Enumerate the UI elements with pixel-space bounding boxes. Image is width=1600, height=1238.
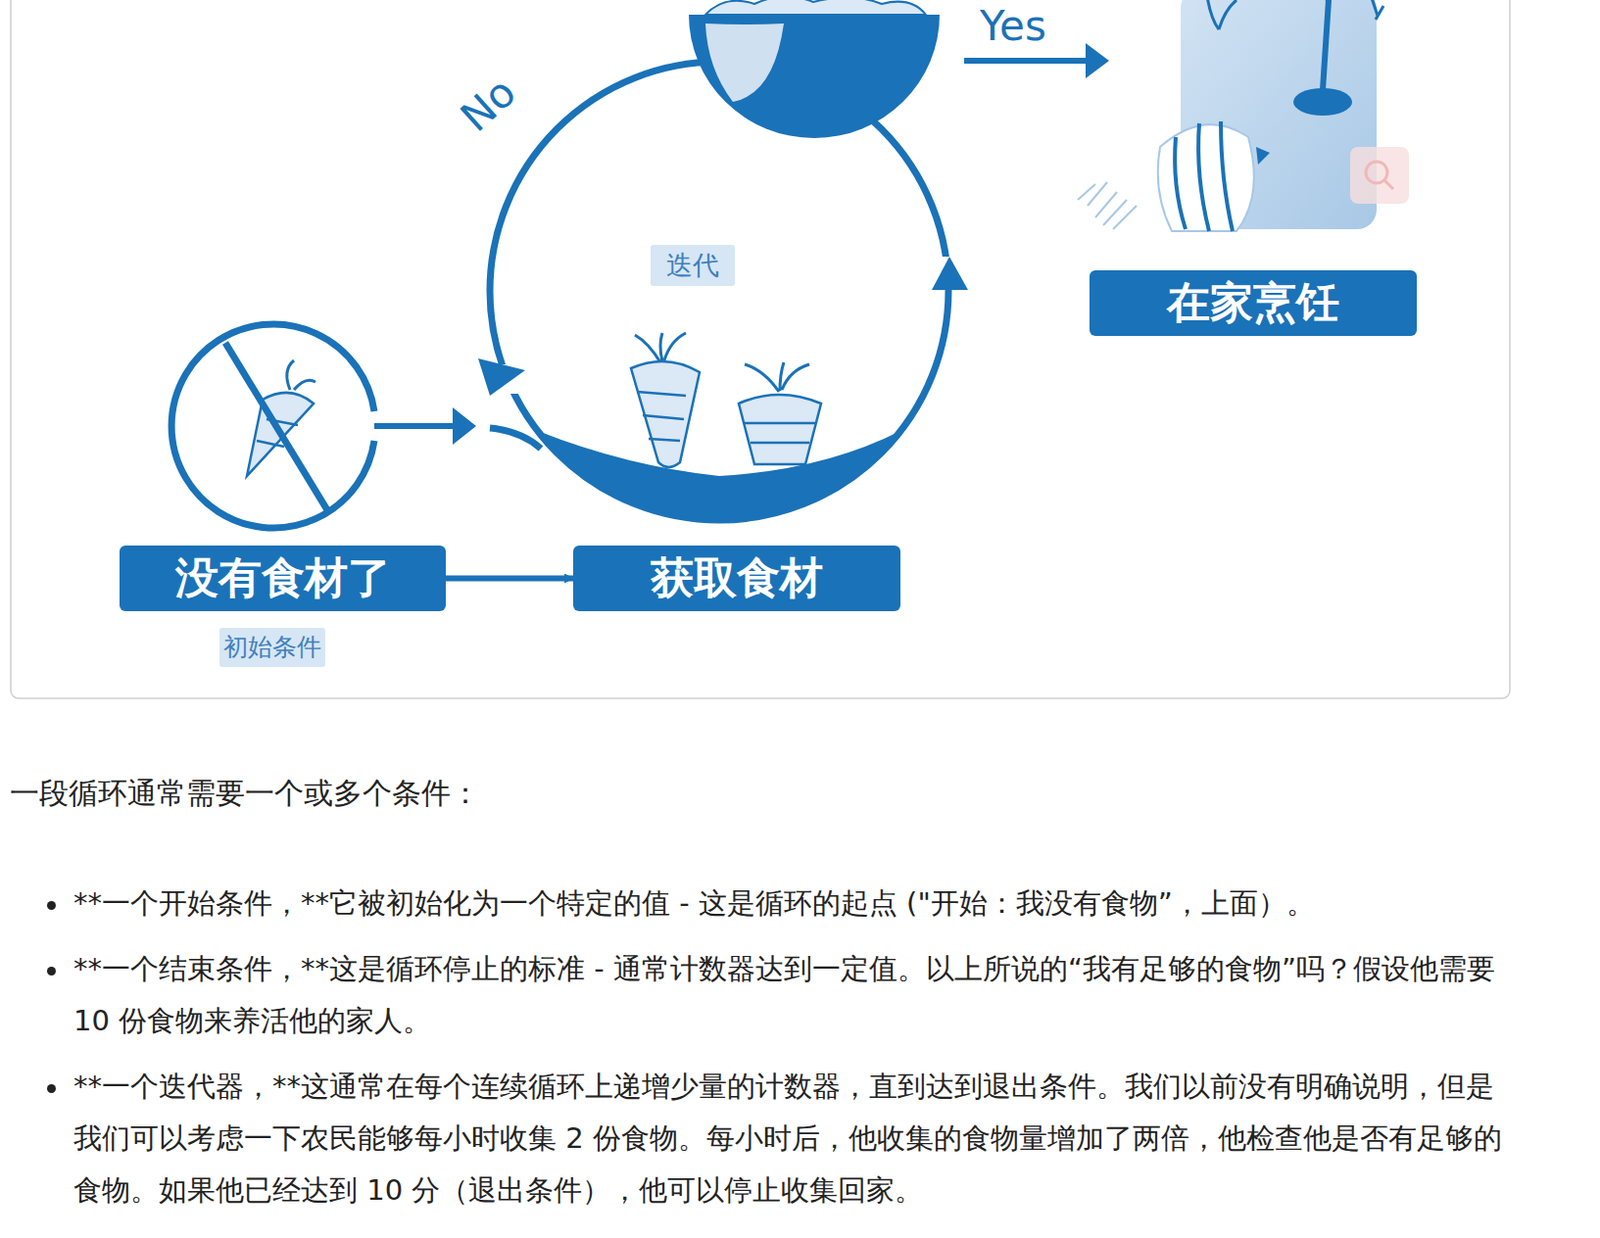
start-tag: 初始条件 xyxy=(219,628,326,668)
carrot-icon xyxy=(630,333,700,468)
panel-frame xyxy=(10,0,1510,699)
process-box: 没有食材了 xyxy=(119,545,446,612)
bullet-text: **一个结束条件，**这是循环停止的标准 - 通常计数器达到一定值。以上所说的“… xyxy=(73,943,1514,1048)
pot-icon xyxy=(1077,0,1409,232)
branch-label: Yes xyxy=(979,3,1047,49)
loop-arrow-up xyxy=(931,256,969,291)
box-text: 获取食材 xyxy=(650,553,824,604)
loop-ring xyxy=(489,61,949,521)
intro-paragraph: 一段循环通常需要一个或多个条件： xyxy=(9,766,1539,822)
box-text: 没有食材了 xyxy=(175,553,391,604)
yes-arrow xyxy=(964,57,1092,64)
process-box: 获取食材 xyxy=(573,545,901,612)
bullet-text: **一个迭代器，**这通常在每个连续循环上递增少量的计数器，直到达到退出条件。我… xyxy=(73,1061,1514,1217)
process-box: 在家烹饪 xyxy=(1089,270,1417,337)
connector xyxy=(445,576,574,582)
yes-arrowhead xyxy=(1085,43,1110,79)
bowl-icon xyxy=(688,0,940,139)
ground xyxy=(537,431,901,521)
no-food-icon xyxy=(171,324,477,529)
entry-curve xyxy=(489,428,541,449)
loop-arrow-down xyxy=(478,358,526,396)
box-text: 在家烹饪 xyxy=(1166,278,1340,329)
bullet-list: **一个开始条件，**它被初始化为一个特定的值 - 这是循环的起点 ("开始：我… xyxy=(73,877,1514,1231)
loop-tag: 迭代 xyxy=(650,244,735,287)
carrot-icon xyxy=(738,362,822,465)
bullet-text: **一个开始条件，**它被初始化为一个特定的值 - 这是循环的起点 ("开始：我… xyxy=(73,877,1514,930)
